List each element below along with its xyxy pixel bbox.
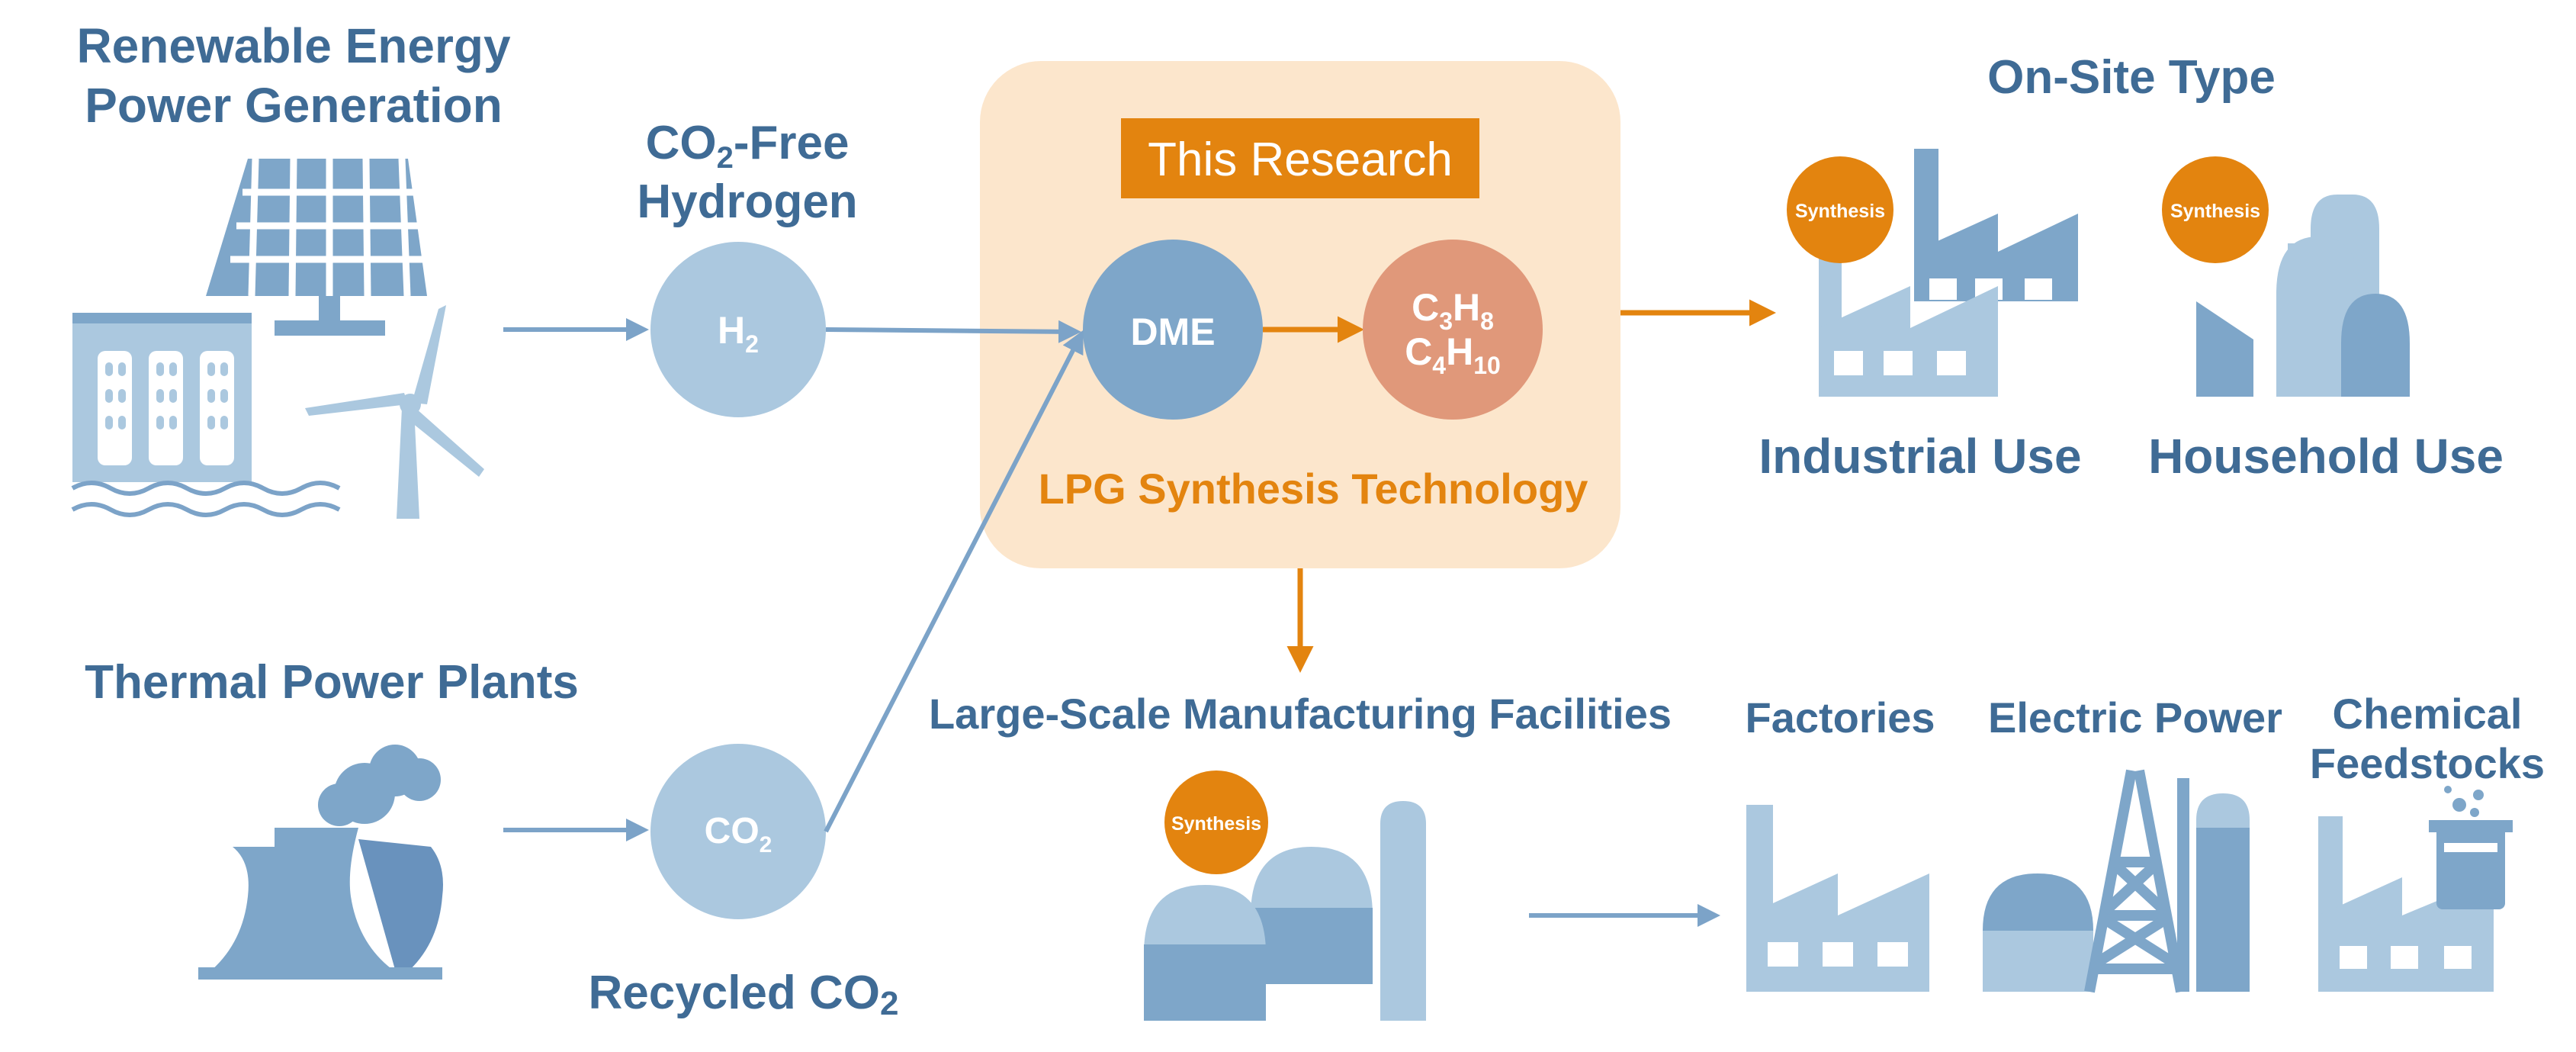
large-scale-synthesis-label: Synthesis — [1171, 813, 1261, 835]
renewable-title-line1: Renewable Energy — [76, 18, 511, 73]
onsite-industrial-synthesis-label: Synthesis — [1795, 201, 1885, 222]
lpg-technology-label: LPG Synthesis Technology — [1039, 465, 1588, 513]
factory-icon — [1746, 805, 1929, 992]
h2-to-dme-arrow — [825, 320, 1081, 343]
onsite-title: On-Site Type — [1987, 51, 2276, 104]
hydro-dam-icon — [71, 313, 341, 517]
recycled-co2-label: Recycled CO2 — [589, 967, 899, 1022]
c4h10-formula: C4H10 — [1405, 330, 1501, 379]
co2-to-dme-arrow — [824, 330, 1084, 833]
c3h8-formula: C3H8 — [1412, 286, 1494, 335]
dme-circle — [1083, 240, 1263, 420]
wind-turbine-icon — [305, 305, 484, 519]
household-use-label: Household Use — [2148, 429, 2504, 484]
industrial-use-label: Industrial Use — [1759, 429, 2081, 484]
thermal-title: Thermal Power Plants — [85, 656, 579, 709]
electric-power-label: Electric Power — [1988, 693, 2282, 742]
chemical-label-line1: Chemical — [2333, 690, 2523, 738]
dme-label: DME — [1130, 310, 1215, 353]
chemical-label-line2: Feedstocks — [2310, 739, 2545, 787]
onsite-household-synthesis-label: Synthesis — [2170, 201, 2260, 222]
electric-power-icon — [1983, 769, 2250, 993]
factories-label: Factories — [1746, 693, 1935, 742]
hydrogen-title-line2: Hydrogen — [637, 175, 857, 228]
hydrogen-title-line1: CO2-Free — [646, 117, 850, 175]
large-scale-synthesis-badge — [1164, 771, 1268, 874]
thermal-plant-icon — [198, 745, 443, 980]
co2-circle — [650, 744, 826, 919]
h2-label: H2 — [718, 309, 759, 358]
large-scale-title: Large-Scale Manufacturing Facilities — [929, 690, 1672, 738]
co2-label: CO2 — [705, 811, 772, 857]
research-banner-label: This Research — [1148, 134, 1453, 186]
onsite-household-synthesis-badge — [2162, 156, 2269, 263]
industrial-factory-icon — [1819, 149, 2078, 397]
chemical-feedstock-icon — [2318, 786, 2513, 992]
lpg-circle — [1363, 240, 1543, 420]
renewable-title-line2: Power Generation — [85, 78, 503, 133]
household-tank-icon — [2196, 195, 2410, 397]
onsite-industrial-synthesis-badge — [1787, 156, 1893, 263]
research-banner — [1121, 118, 1479, 198]
h2-circle — [650, 242, 826, 417]
large-scale-tanks-icon — [1144, 801, 1426, 1021]
solar-panel-icon — [206, 158, 427, 336]
